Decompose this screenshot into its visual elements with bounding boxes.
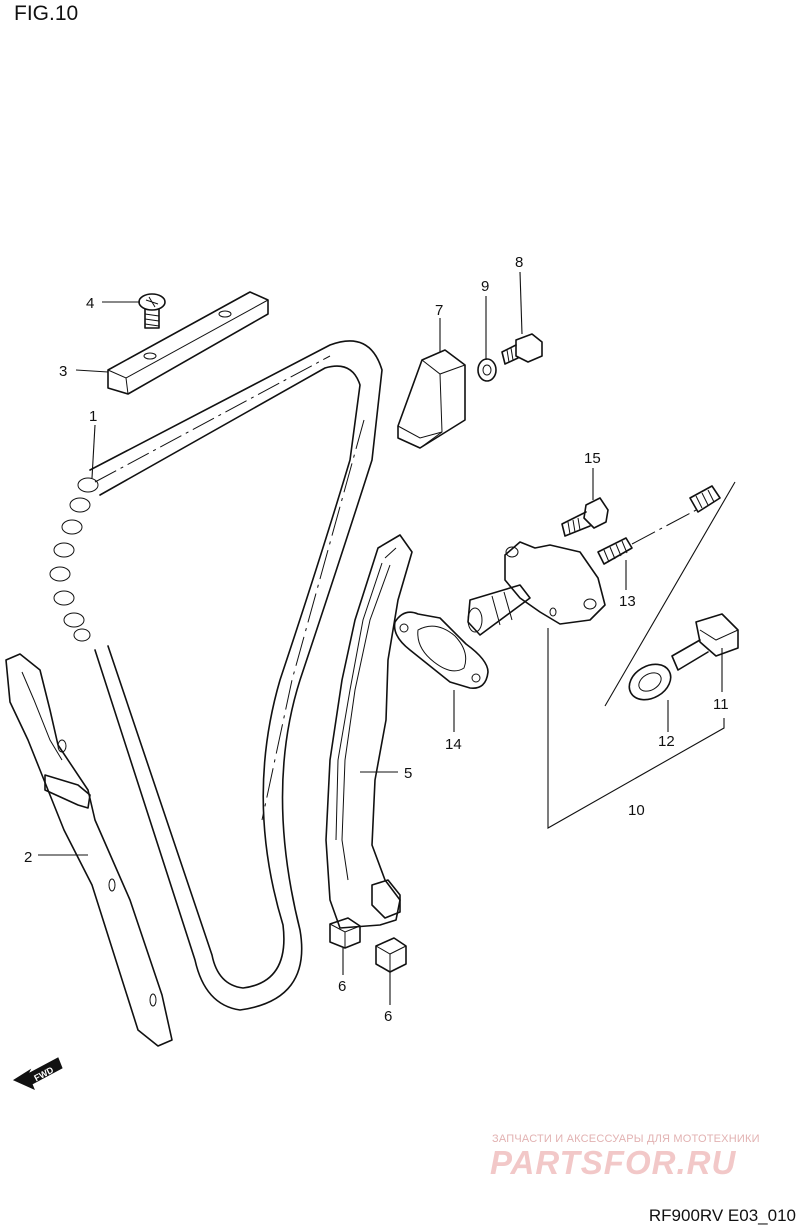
washer-9[interactable]	[477, 358, 497, 382]
guide-cushion-b[interactable]	[375, 937, 407, 973]
callout-5: 5	[404, 765, 412, 782]
callout-11: 11	[713, 696, 729, 713]
tensioner-spring[interactable]	[597, 485, 721, 565]
guide-cushion-a[interactable]	[329, 917, 361, 949]
callout-2: 2	[24, 849, 32, 866]
callout-14: 14	[445, 736, 462, 753]
leader-lines	[38, 271, 723, 1005]
cushion-block[interactable]	[397, 349, 466, 449]
cap-bolt[interactable]	[671, 613, 739, 671]
callout-15: 15	[584, 450, 601, 467]
fwd-arrow-icon: FWD	[12, 1057, 63, 1090]
tensioner-guide[interactable]	[325, 534, 413, 929]
tensioner-body[interactable]	[467, 541, 606, 636]
watermark-logo: PARTSFOR.RU	[490, 1144, 737, 1181]
guide-plate[interactable]	[107, 291, 269, 395]
callout-12: 12	[658, 733, 675, 750]
cap-washer[interactable]	[623, 657, 677, 707]
chain-links	[49, 477, 99, 642]
assembly-bracket	[547, 481, 736, 829]
guide-screw[interactable]	[138, 293, 166, 329]
figure-title: FIG.10	[14, 2, 79, 25]
cam-chain[interactable]	[49, 340, 383, 1011]
drawing-code: RF900RV E03_010	[648, 1206, 796, 1225]
chain-guide[interactable]	[5, 653, 173, 1047]
callout-6b: 6	[384, 1008, 392, 1025]
tensioner-bolt[interactable]	[561, 497, 609, 537]
callout-9: 9	[481, 278, 489, 295]
watermark-tagline: ЗАПЧАСТИ И АКСЕССУАРЫ ДЛЯ МОТОТЕХНИКИ	[492, 1133, 760, 1145]
callout-3: 3	[59, 363, 67, 380]
callout-6a: 6	[338, 978, 346, 995]
callout-1: 1	[89, 408, 97, 425]
callout-8: 8	[515, 254, 523, 271]
callout-7: 7	[435, 302, 443, 319]
bolt-8[interactable]	[501, 333, 543, 365]
callout-10: 10	[628, 802, 645, 819]
callout-4: 4	[86, 295, 94, 312]
tensioner-gasket[interactable]	[393, 611, 489, 689]
callout-13: 13	[619, 593, 636, 610]
